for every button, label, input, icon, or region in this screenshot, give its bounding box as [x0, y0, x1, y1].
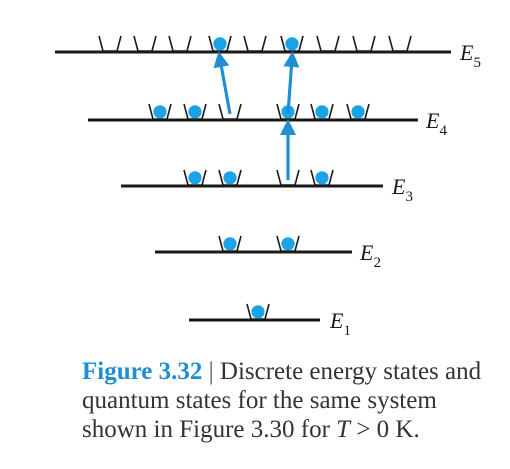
energy-level-label: E3	[391, 174, 413, 205]
electron-particle	[251, 305, 265, 319]
electron-particle	[281, 237, 295, 251]
energy-level-label: E2	[359, 240, 381, 271]
quantum-state-bucket	[148, 103, 172, 120]
electron-particle	[285, 37, 299, 51]
caption-text-end: > 0 K.	[350, 416, 420, 443]
quantum-state-bucket	[316, 35, 340, 52]
quantum-state-bucket	[346, 103, 370, 120]
figure-label: Figure 3.32	[82, 358, 203, 385]
quantum-state-bucket	[183, 103, 207, 120]
excitation-arrow	[283, 51, 300, 115]
quantum-state-bucket	[243, 35, 267, 52]
energy-level-e1: E1	[189, 303, 351, 339]
quantum-state-bucket	[310, 169, 334, 186]
energy-level-e2: E2	[155, 235, 381, 271]
quantum-state-bucket	[98, 35, 122, 52]
energy-level-e3: E3	[121, 169, 413, 205]
quantum-state-bucket	[218, 169, 242, 186]
excitation-arrow	[213, 51, 232, 115]
energy-level-diagram: E1 E2 E3 E4 E5	[55, 35, 481, 339]
quantum-state-bucket	[183, 169, 207, 186]
quantum-state-bucket	[276, 169, 300, 186]
electron-particle	[351, 105, 365, 119]
electron-particle	[223, 171, 237, 185]
quantum-state-bucket	[133, 35, 157, 52]
quantum-state-bucket	[208, 35, 232, 52]
electron-particle	[315, 171, 329, 185]
quantum-state-bucket	[246, 303, 270, 320]
energy-level-e4: E4	[88, 103, 447, 139]
electron-particle	[188, 105, 202, 119]
figure-caption: Figure 3.32 | Discrete energy states and…	[82, 357, 502, 444]
quantum-state-bucket	[280, 35, 304, 52]
energy-level-label: E5	[459, 40, 481, 71]
energy-level-label: E4	[425, 108, 447, 139]
quantum-state-bucket	[388, 35, 412, 52]
electron-particle	[315, 105, 329, 119]
electron-particle	[188, 171, 202, 185]
caption-temperature-symbol: T	[336, 416, 351, 443]
electron-particle	[213, 37, 227, 51]
quantum-state-bucket	[168, 35, 192, 52]
caption-separator: |	[208, 358, 214, 385]
energy-level-label: E1	[329, 308, 351, 339]
quantum-state-bucket	[276, 235, 300, 252]
quantum-state-bucket	[218, 235, 242, 252]
electron-particle	[153, 105, 167, 119]
quantum-state-bucket	[352, 35, 376, 52]
caption-text: Discrete energy states and quantum state…	[82, 358, 482, 443]
energy-level-e5: E5	[55, 35, 481, 71]
electron-particle	[223, 237, 237, 251]
quantum-state-bucket	[310, 103, 334, 120]
quantum-state-bucket	[218, 103, 242, 120]
